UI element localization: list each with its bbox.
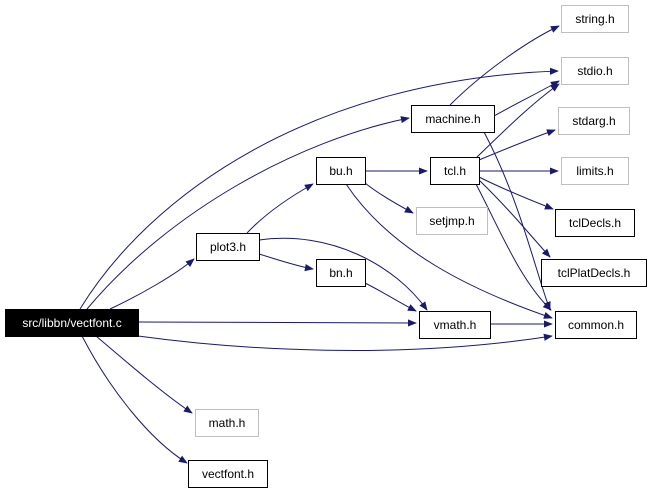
node-box [416, 207, 488, 235]
node-label: stdarg.h [572, 114, 615, 128]
edge-plot3-h-to-vmath-h [258, 237, 428, 311]
node-box [196, 233, 260, 261]
edge-vectfont-c-to-common-h [137, 333, 553, 351]
node-vectfont-h[interactable]: vectfont.h [188, 460, 268, 488]
node-bn-h[interactable]: bn.h [316, 259, 366, 287]
edge-tcl-h-to-stdio-h [476, 83, 560, 158]
node-bu-h[interactable]: bu.h [316, 157, 366, 185]
node-stdio-h: stdio.h [561, 57, 629, 85]
node-label: setjmp.h [429, 214, 474, 228]
node-label: stdio.h [577, 64, 612, 78]
node-plot3-h[interactable]: plot3.h [196, 233, 260, 261]
edge-tcl-h-to-common-h [475, 183, 552, 311]
node-string-h: string.h [561, 5, 629, 33]
node-math-h: math.h [195, 409, 259, 437]
node-label: bu.h [329, 164, 352, 178]
node-label: vectfont.h [202, 467, 254, 481]
node-label: limits.h [576, 164, 613, 178]
node-label: src/libbn/vectfont.c [22, 316, 121, 330]
node-label: tclDecls.h [569, 216, 621, 230]
node-setjmp-h: setjmp.h [416, 207, 488, 235]
node-box [419, 311, 491, 339]
edge-tcl-h-to-tclPlatDecls-h [478, 179, 551, 258]
node-box [555, 209, 635, 237]
node-limits-h: limits.h [561, 157, 629, 185]
node-box [195, 409, 259, 437]
node-box [316, 259, 366, 287]
edge-tcl-h-to-tclDecls-h [478, 176, 554, 210]
edge-vectfont-c-to-stdio-h [79, 67, 559, 310]
edge-vectfont-c-to-vmath-h [137, 319, 417, 327]
node-label: tclPlatDecls.h [558, 266, 631, 280]
node-label: vmath.h [434, 318, 477, 332]
node-label: plot3.h [210, 240, 246, 254]
edge-bn-h-to-vmath-h [364, 282, 417, 312]
edge-vectfont-c-to-math-h [95, 335, 193, 414]
node-layer: src/libbn/vectfont.c string.h stdio.h machi… [5, 5, 647, 488]
edge-bu-h-to-common-h [345, 183, 553, 319]
edge-machine-h-to-common-h [483, 131, 551, 311]
node-vmath-h[interactable]: vmath.h [419, 311, 491, 339]
node-label: bn.h [329, 266, 352, 280]
node-box [411, 105, 495, 133]
node-box [541, 259, 647, 287]
node-box [561, 157, 629, 185]
node-machine-h[interactable]: machine.h [411, 105, 495, 133]
node-box [188, 460, 268, 488]
node-box [561, 5, 629, 33]
node-label: common.h [568, 318, 624, 332]
node-label: string.h [575, 12, 614, 26]
node-box [316, 157, 366, 185]
edge-tcl-h-to-stdarg-h [478, 129, 556, 161]
node-vectfont-c[interactable]: src/libbn/vectfont.c [5, 309, 139, 337]
node-box [561, 57, 629, 85]
edge-vectfont-c-to-machine-h [86, 116, 410, 310]
node-stdarg-h: stdarg.h [558, 107, 630, 135]
node-label: machine.h [425, 112, 480, 126]
edge-bu-h-to-setjmp-h [364, 182, 414, 214]
node-box [5, 309, 139, 337]
node-label: tcl.h [444, 164, 466, 178]
node-common-h[interactable]: common.h [555, 311, 637, 339]
node-label: math.h [209, 416, 246, 430]
edge-vectfont-c-to-vectfont-h [81, 335, 188, 464]
node-tclPlatDecls-h[interactable]: tclPlatDecls.h [541, 259, 647, 287]
edge-plot3-h-to-bn-h [258, 253, 314, 272]
edge-layer [79, 25, 560, 464]
node-box [558, 107, 630, 135]
edge-machine-h-to-string-h [449, 25, 560, 106]
node-box [430, 157, 480, 185]
node-tclDecls-h[interactable]: tclDecls.h [555, 209, 635, 237]
node-tcl-h[interactable]: tcl.h [430, 157, 480, 185]
edge-vectfont-c-to-plot3-h [109, 258, 195, 310]
node-box [555, 311, 637, 339]
edge-plot3-h-to-bu-h [246, 183, 314, 234]
